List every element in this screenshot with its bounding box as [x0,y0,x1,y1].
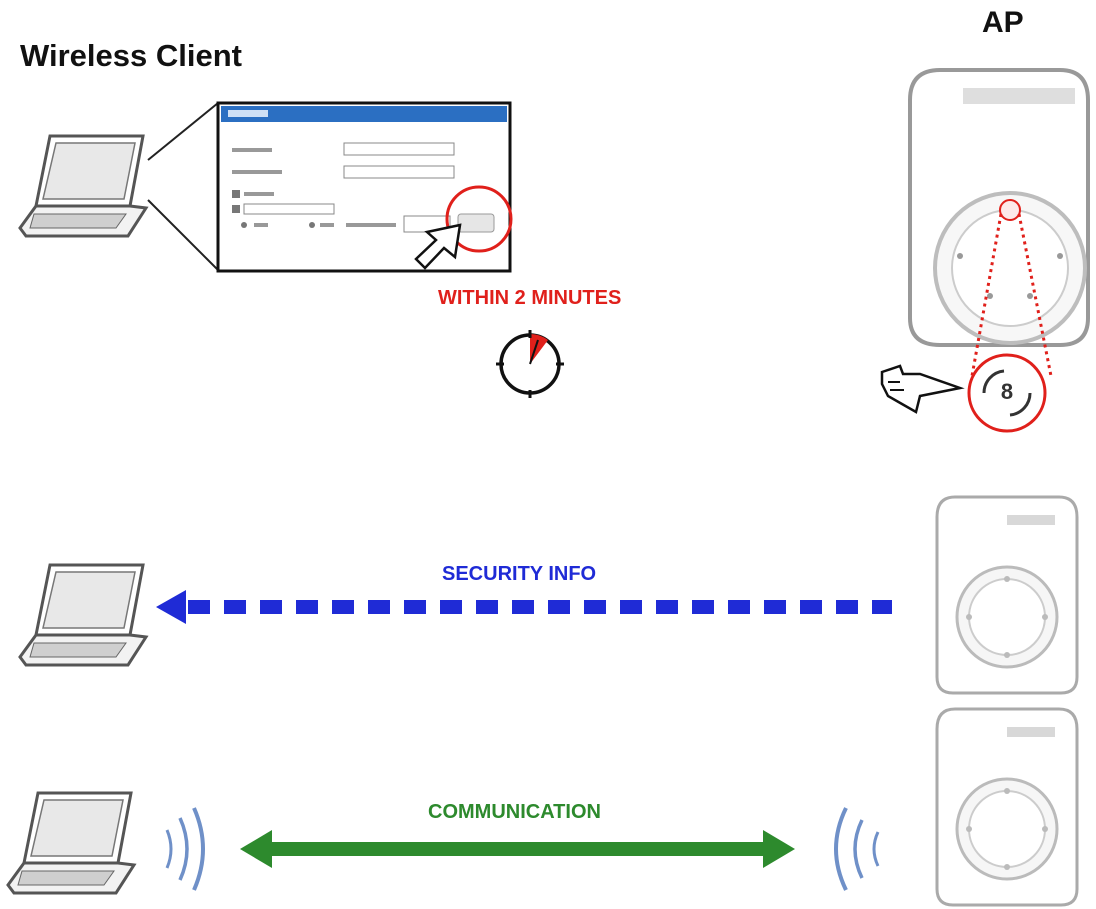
communication-arrow [240,830,795,868]
laptop-icon-bottom [6,791,136,895]
access-point-icon-middle [935,495,1079,695]
communication-label: COMMUNICATION [428,801,601,823]
security-info-label: SECURITY INFO [442,563,597,585]
within-2-minutes-label: WITHIN 2 MINUTES [438,287,622,309]
laptop-icon-top [18,134,148,238]
access-point-icon-large [908,68,1090,377]
press-pointer-icon [880,364,965,414]
wifi-waves-icon-client [165,807,205,891]
wifi-waves-icon-ap [834,807,880,891]
clock-icon [496,330,564,398]
highlight-circle-dialog [445,185,513,253]
svg-text:8: 8 [1001,379,1013,404]
wireless-client-title: Wireless Client [20,38,242,73]
ap-title: AP [982,6,1024,39]
wps-button-icon: 8 [967,353,1047,433]
wps-dialog-thumbnail [216,101,512,273]
access-point-icon-bottom [935,707,1079,907]
laptop-icon-middle [18,563,148,667]
security-info-arrow [156,590,892,624]
pointer-hand-icon [414,223,462,270]
